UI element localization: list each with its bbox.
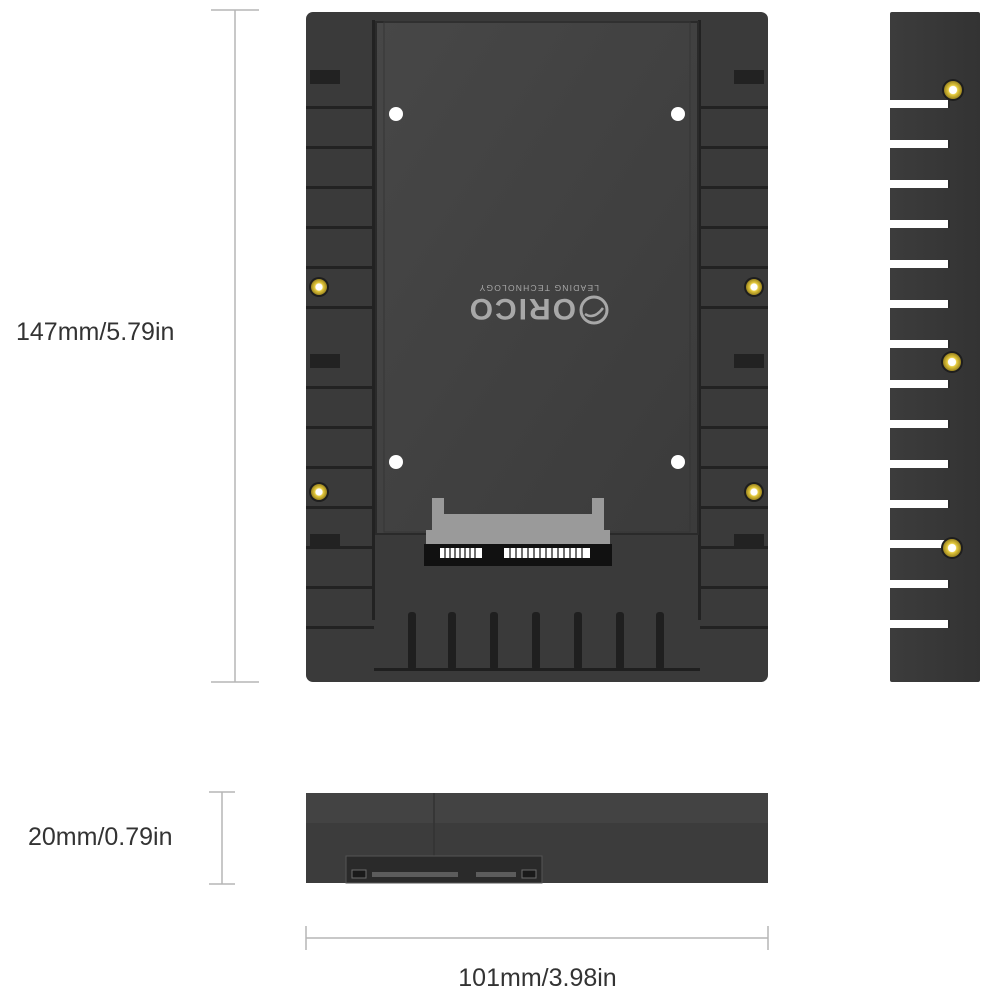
width-dimension-label: 101mm/3.98in xyxy=(458,964,617,992)
front-view xyxy=(306,793,768,884)
brass-screw-hole-icon xyxy=(309,277,764,502)
bottom-vent-slots xyxy=(374,612,700,671)
side-view xyxy=(886,12,980,682)
orico-swirl-icon xyxy=(579,295,609,325)
panel-mounting-holes xyxy=(389,107,685,469)
side-fin-shadows xyxy=(948,100,950,628)
depth-dimension-line xyxy=(209,791,235,885)
right-rail-fins xyxy=(698,20,768,629)
width-dimension-line xyxy=(305,926,769,950)
left-rail-fins xyxy=(306,20,375,629)
height-dimension-label: 147mm/5.79in xyxy=(16,318,175,346)
sata-connector xyxy=(424,498,612,566)
height-dimension-line xyxy=(211,9,259,683)
side-fins xyxy=(886,100,948,628)
logo-tagline-text: LEADING TECHNOLOGY xyxy=(478,283,599,293)
side-screw-icon xyxy=(941,79,964,559)
depth-dimension-label: 20mm/0.79in xyxy=(28,823,173,851)
front-connector-slot xyxy=(345,855,543,884)
brand-logo: ORICO LEADING TECHNOLOGY xyxy=(468,283,609,325)
logo-brand-text: ORICO xyxy=(468,292,576,325)
drive-tray-panel xyxy=(375,21,699,535)
top-view: ORICO LEADING TECHNOLOGY xyxy=(306,12,768,682)
